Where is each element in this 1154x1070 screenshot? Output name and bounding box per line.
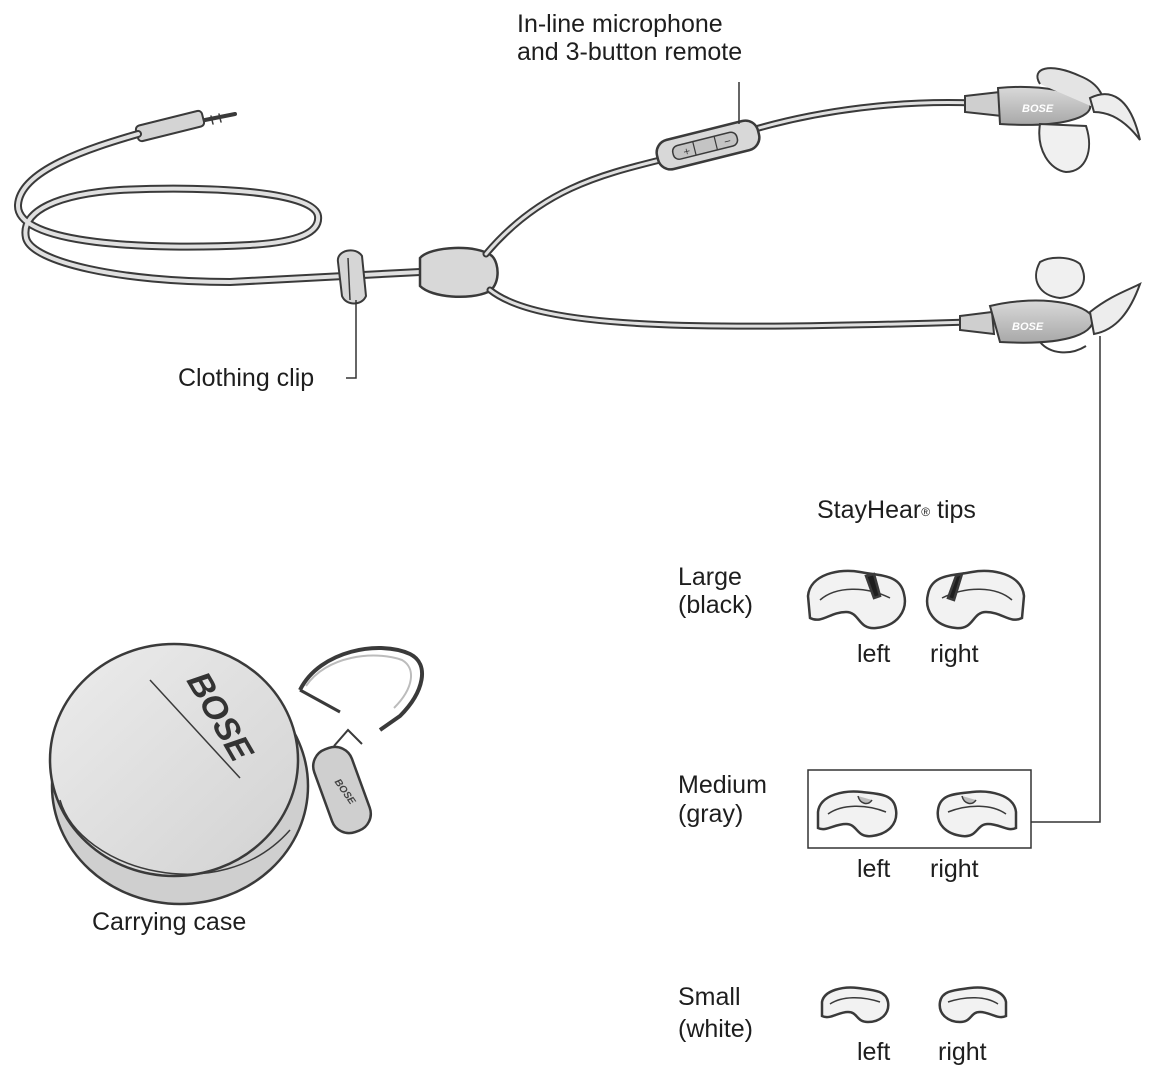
remote-label-line1: In-line microphone: [517, 10, 723, 38]
tips-title-brand: StayHear: [817, 496, 922, 524]
case-label: Carrying case: [92, 908, 247, 936]
inline-remote: + −: [655, 119, 761, 171]
tip-small-right-label: right: [938, 1038, 987, 1066]
earbud-right-logo: BOSE: [1022, 103, 1054, 115]
tip-large-right-label: right: [930, 640, 979, 668]
tips-title: StayHear® tips: [817, 496, 976, 525]
tip-small-right: [938, 986, 1008, 1024]
clothing-clip: [336, 249, 368, 305]
tips-leader-line: [1031, 336, 1101, 823]
tip-small-left: [820, 986, 890, 1024]
carrying-case: BOSE BOSE: [48, 642, 425, 906]
tip-size-large-line1: Large: [678, 563, 742, 591]
earbud-left: BOSE: [959, 256, 1142, 354]
registered-mark: ®: [921, 505, 931, 519]
earbud-left-logo: BOSE: [1012, 321, 1044, 333]
tip-medium-left-label: left: [857, 855, 891, 883]
remote-label-line2: and 3-button remote: [517, 38, 743, 66]
audio-plug: [134, 109, 237, 143]
tip-large-left: [806, 569, 907, 630]
svg-text:+: +: [682, 147, 692, 159]
y-splitter: [418, 246, 499, 298]
upper-cable: [482, 98, 979, 258]
lower-cable: [486, 286, 974, 330]
tip-large-left-label: left: [857, 640, 891, 668]
medium-tips-highlight-box: [807, 769, 1032, 849]
svg-text:−: −: [723, 136, 733, 148]
tip-size-large-line2: (black): [678, 591, 754, 619]
tip-size-small-line1: Small: [678, 983, 741, 1011]
clip-label: Clothing clip: [178, 364, 315, 392]
tip-medium-right-label: right: [930, 855, 979, 883]
tip-size-small-line2: (white): [678, 1015, 754, 1043]
tips-title-suffix: tips: [930, 496, 976, 524]
audio-cable: [13, 109, 424, 287]
tip-size-medium-line1: Medium: [678, 771, 767, 799]
earbud-right: BOSE: [964, 67, 1141, 174]
tip-size-medium-line2: (gray): [678, 800, 744, 828]
tip-medium-right: [936, 790, 1018, 838]
tip-small-left-label: left: [857, 1038, 891, 1066]
tip-medium-left: [816, 790, 898, 838]
clip-leader-line: [346, 300, 357, 379]
tip-large-right: [925, 569, 1026, 630]
